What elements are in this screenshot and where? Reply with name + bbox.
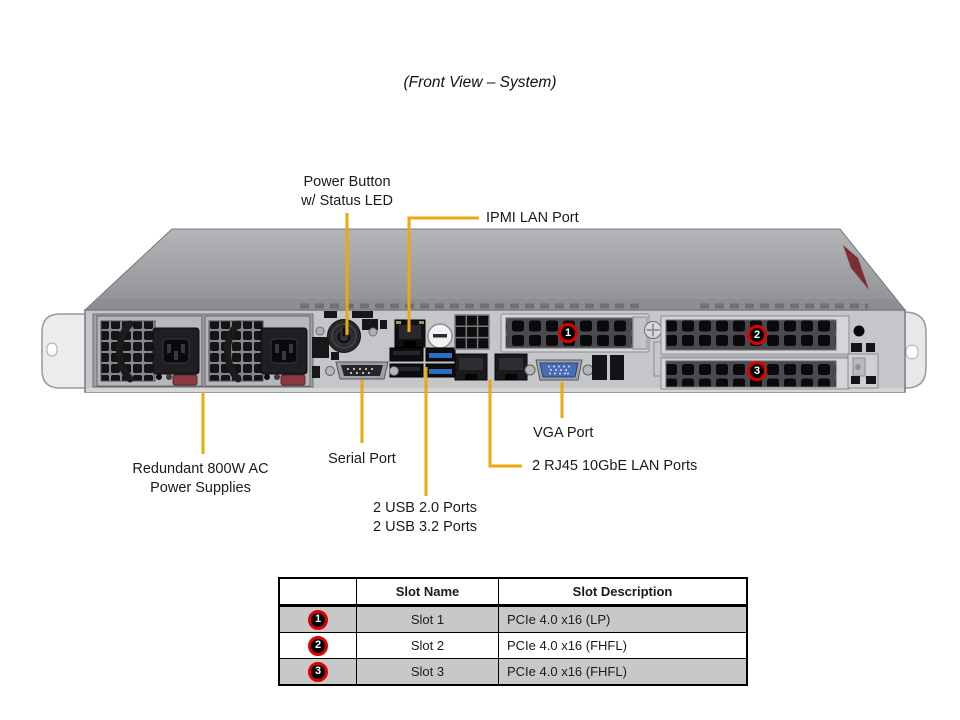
slot-description-cell: PCIe 4.0 x16 (FHFL) bbox=[498, 658, 748, 686]
ipmi-callout-line bbox=[407, 216, 479, 332]
slot-3-badge: 3 bbox=[308, 661, 328, 682]
rj45-label: 2 RJ45 10GbE LAN Ports bbox=[532, 458, 698, 474]
pcie-slot-2 bbox=[660, 315, 850, 355]
chassis-top bbox=[83, 228, 907, 311]
vga-label: VGA Port bbox=[533, 425, 594, 441]
table-row: 1 Slot 1 PCIe 4.0 x16 (LP) bbox=[278, 605, 748, 633]
rj45-lan-ports bbox=[454, 353, 528, 381]
rj45-callout-line bbox=[488, 380, 522, 468]
slot-description-cell: PCIe 4.0 x16 (FHFL) bbox=[498, 632, 748, 659]
page-title: (Front View – System) bbox=[403, 74, 557, 91]
header-slot-name: Slot Name bbox=[356, 577, 499, 607]
row-badge-cell: 1 bbox=[278, 605, 357, 633]
psu-module-1 bbox=[96, 315, 203, 387]
uid-button bbox=[427, 323, 453, 349]
psu-label: Redundant 800W AC Power Supplies bbox=[132, 461, 269, 496]
vent-blocks-right bbox=[592, 355, 624, 380]
usb2-ports bbox=[389, 347, 424, 378]
vga-port bbox=[524, 359, 594, 381]
slot-name-cell: Slot 1 bbox=[356, 605, 499, 633]
vent-blocks bbox=[312, 311, 387, 378]
power-button bbox=[327, 319, 361, 353]
slot-1-badge: 1 bbox=[308, 609, 328, 630]
table-header-row: Slot Name Slot Description bbox=[278, 577, 748, 607]
psu-handle bbox=[116, 320, 134, 383]
rail-latch bbox=[843, 245, 869, 290]
row-badge-cell: 2 bbox=[278, 632, 357, 659]
chassis-slot-1-badge: 1 bbox=[558, 323, 578, 343]
left-rack-ear bbox=[41, 313, 89, 389]
usb-label: 2 USB 2.0 Ports 2 USB 3.2 Ports bbox=[373, 500, 477, 535]
psu-handle bbox=[224, 320, 242, 383]
callout-lines bbox=[201, 213, 564, 496]
vent-grid bbox=[454, 314, 490, 350]
slot-description-cell: PCIe 4.0 x16 (LP) bbox=[498, 605, 748, 633]
psu-module-2 bbox=[204, 315, 311, 387]
right-end-bracket bbox=[847, 325, 879, 389]
slot-table-wrap: Slot Name Slot Description 1 Slot 1 PCIe… bbox=[278, 577, 748, 686]
psu-release-tab bbox=[280, 374, 306, 386]
slot-divider bbox=[661, 354, 849, 358]
table-row: 3 Slot 3 PCIe 4.0 x16 (FHFL) bbox=[278, 658, 748, 686]
header-slot-description: Slot Description bbox=[498, 577, 748, 607]
header-badge bbox=[278, 577, 357, 607]
panel-screws bbox=[315, 326, 378, 337]
ipmi-lan-label: IPMI LAN Port bbox=[486, 210, 579, 226]
row-badge-cell: 3 bbox=[278, 658, 357, 686]
power-supply-bay bbox=[92, 313, 314, 388]
serial-label: Serial Port bbox=[328, 451, 396, 467]
serial-port bbox=[325, 361, 399, 380]
table-row: 2 Slot 2 PCIe 4.0 x16 (FHFL) bbox=[278, 632, 748, 659]
psu-release-tab bbox=[172, 374, 198, 386]
slot-table: Slot Name Slot Description 1 Slot 1 PCIe… bbox=[278, 577, 748, 686]
slot-name-cell: Slot 2 bbox=[356, 632, 499, 659]
power-button-label: Power Button w/ Status LED bbox=[301, 174, 393, 209]
chassis-slot-3-badge: 3 bbox=[747, 361, 767, 381]
chassis-slot-2-badge: 2 bbox=[747, 325, 767, 345]
slot-name-cell: Slot 3 bbox=[356, 658, 499, 686]
slot-2-badge: 2 bbox=[308, 635, 328, 656]
usb3-ports bbox=[425, 347, 456, 378]
